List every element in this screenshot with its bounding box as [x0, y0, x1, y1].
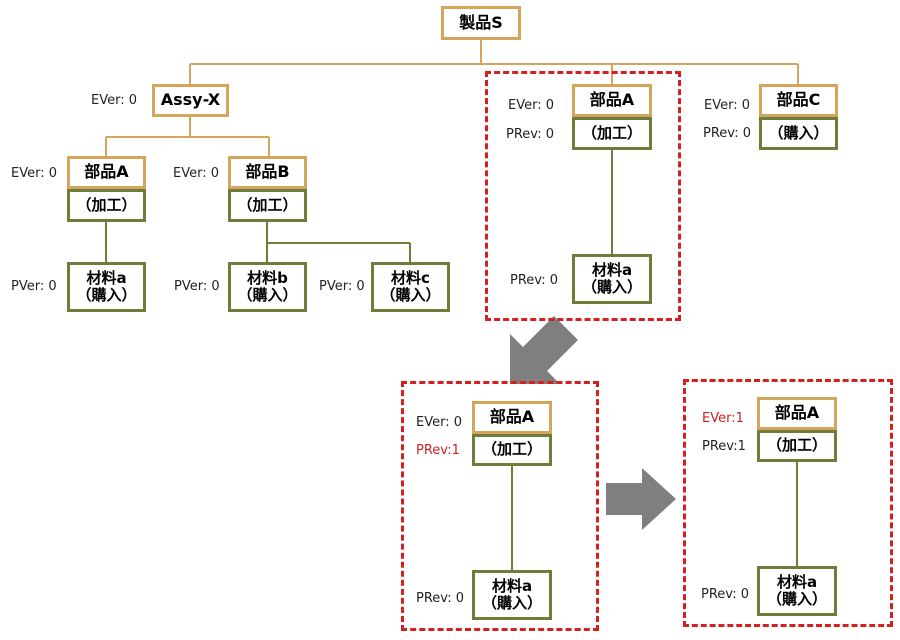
material-a-left-name: 材料a [86, 268, 127, 287]
part-b-process-node: （加工） [228, 189, 307, 222]
material-a-right-source: （購入） [766, 590, 827, 608]
material-a-left-node: 材料a （購入） [67, 262, 146, 312]
material-a-right-name: 材料a [776, 572, 818, 591]
highlight-frame-ever-change [683, 379, 893, 627]
part-a-right-node: 部品A [757, 397, 837, 430]
material-b-name: 材料b [247, 268, 288, 287]
material-b-source: （購入） [237, 286, 298, 304]
highlight-frame-original [485, 71, 681, 321]
highlight-frame-prev-change [401, 381, 599, 631]
assy-x-ever-label: EVer: 0 [91, 93, 137, 108]
material-c-node: 材料c （購入） [371, 262, 450, 312]
material-b-pver-label: PVer: 0 [174, 279, 220, 294]
part-c-process-node: （購入） [759, 117, 838, 150]
down-left-arrow [510, 312, 578, 384]
part-a-mid-process-label: （加工） [481, 440, 542, 459]
material-a-right-prev-label: PRev: 0 [701, 587, 750, 602]
part-a-left-process-node: （加工） [67, 189, 146, 222]
part-a-top-label: 部品A [589, 90, 635, 110]
part-c-label: 部品C [776, 90, 821, 110]
material-a-top-prev-label: PRev: 0 [510, 273, 559, 288]
right-arrow [606, 468, 676, 530]
material-a-left-source: （購入） [76, 286, 137, 304]
part-a-right-process-label: （加工） [766, 436, 827, 455]
part-a-mid-node: 部品A [472, 401, 552, 434]
part-a-mid-prev-label: PRev:1 [416, 443, 460, 458]
material-c-source: （購入） [380, 286, 441, 304]
material-b-node: 材料b （購入） [228, 262, 307, 312]
material-a-mid-node: 材料a （購入） [472, 570, 552, 620]
part-a-top-process-node: （加工） [572, 117, 652, 150]
part-c-prev-label: PRev: 0 [703, 126, 752, 141]
part-a-left-label: 部品A [84, 162, 129, 182]
part-a-mid-label: 部品A [489, 407, 535, 427]
material-c-name: 材料c [391, 268, 430, 287]
part-c-node: 部品C [759, 84, 838, 117]
material-a-top-name: 材料a [591, 260, 633, 279]
material-a-top-node: 材料a （購入） [572, 254, 652, 304]
material-a-mid-source: （購入） [481, 594, 542, 612]
product-s-label: 製品S [459, 12, 503, 32]
part-b-label: 部品B [245, 162, 290, 182]
part-a-mid-process-node: （加工） [472, 434, 552, 466]
product-s-node: 製品S [441, 6, 521, 40]
part-b-ever-label: EVer: 0 [173, 166, 219, 181]
part-b-node: 部品B [228, 156, 307, 189]
material-a-mid-name: 材料a [491, 576, 533, 595]
part-a-left-process-label: （加工） [76, 195, 137, 214]
part-a-left-ever-label: EVer: 0 [11, 166, 57, 181]
part-a-mid-ever-label: EVer: 0 [416, 415, 462, 430]
part-a-top-prev-label: PRev: 0 [506, 127, 555, 142]
part-a-left-node: 部品A [67, 156, 146, 189]
part-a-right-prev-label: PRev:1 [702, 439, 746, 454]
assy-x-label: Assy-X [160, 90, 221, 110]
part-a-top-node: 部品A [572, 84, 652, 117]
part-c-ever-label: EVer: 0 [704, 98, 750, 113]
assy-x-node: Assy-X [152, 84, 229, 117]
part-b-process-label: （加工） [237, 195, 298, 214]
part-a-right-label: 部品A [774, 403, 820, 423]
part-a-right-ever-label: EVer:1 [702, 411, 744, 426]
part-c-process-label: （購入） [768, 123, 829, 142]
material-c-pver-label: PVer: 0 [319, 279, 365, 294]
material-a-top-source: （購入） [581, 278, 642, 296]
material-a-left-pver-label: PVer: 0 [11, 279, 57, 294]
part-a-right-process-node: （加工） [757, 430, 837, 462]
material-a-right-node: 材料a （購入） [757, 566, 837, 616]
part-a-top-process-label: （加工） [581, 123, 642, 142]
material-a-mid-prev-label: PRev: 0 [416, 591, 465, 606]
part-a-top-ever-label: EVer: 0 [508, 98, 554, 113]
